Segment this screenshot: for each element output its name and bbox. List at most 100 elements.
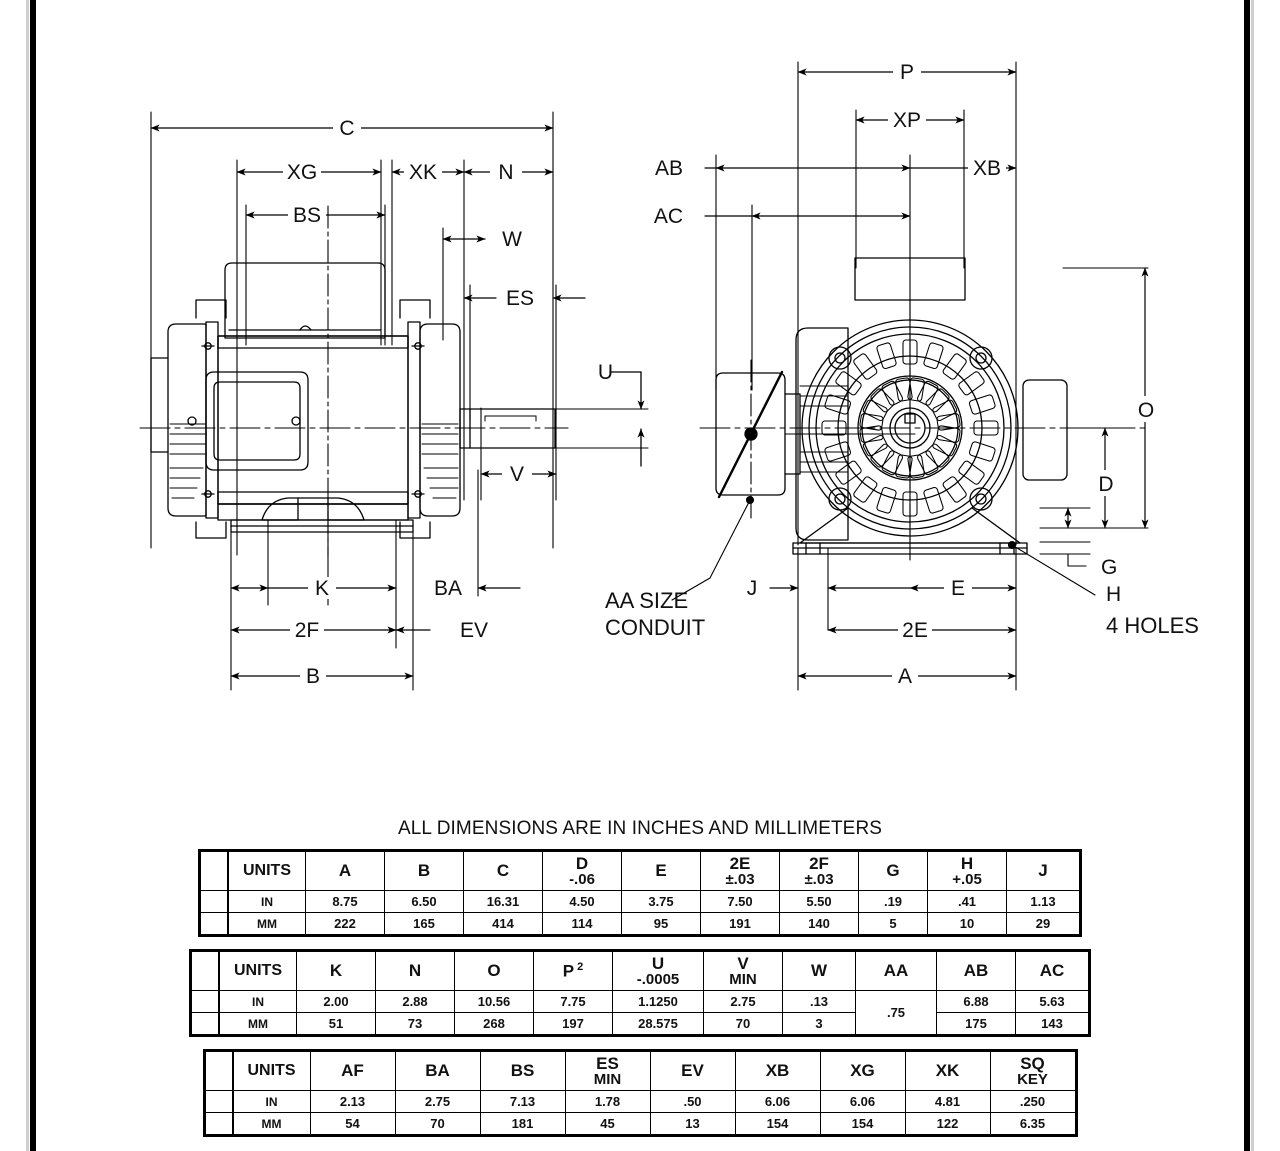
cell-value: 7.13 xyxy=(479,1090,566,1113)
table-pad-cell xyxy=(199,850,229,891)
cell-value-aa-merged: .75 xyxy=(855,990,937,1036)
table-pad-cell xyxy=(199,890,229,913)
header-p-superscript: 2 xyxy=(577,961,584,973)
cell-unit: IN xyxy=(232,1090,311,1113)
cell-value: 45 xyxy=(564,1112,651,1136)
page-right-edge-shadow xyxy=(1251,0,1254,1151)
dimension-tables-section: ALL DIMENSIONS ARE IN INCHES AND MILLIME… xyxy=(0,818,1280,1149)
header-v-main: V xyxy=(737,953,749,973)
note-4-holes: 4 HOLES xyxy=(1106,613,1199,638)
cell-value: 70 xyxy=(394,1112,481,1136)
header-2f: 2F ±.03 xyxy=(779,850,859,891)
table-row: IN 2.13 2.75 7.13 1.78 .50 6.06 6.06 4.8… xyxy=(203,1090,1077,1113)
header-u-main: U xyxy=(651,953,665,973)
dim-label-xb: XB xyxy=(973,157,1001,180)
dim-label-g: G xyxy=(1101,556,1117,579)
header-o: O xyxy=(454,950,534,991)
table-pad-cell xyxy=(203,1112,234,1136)
table-header-row: UNITS AF BA BS ES MIN EV XB XG xyxy=(203,1050,1077,1091)
dim-label-d: D xyxy=(1098,473,1113,496)
cell-value: 7.75 xyxy=(533,990,613,1013)
header-2e-main: 2E xyxy=(729,853,751,873)
page-left-border-bar xyxy=(30,0,36,1151)
cell-value: 28.575 xyxy=(612,1012,704,1036)
header-units: UNITS xyxy=(232,1050,311,1091)
cell-value: 1.13 xyxy=(1006,890,1081,913)
cell-value: .50 xyxy=(649,1090,736,1113)
header-e: E xyxy=(621,850,701,891)
cell-value: 154 xyxy=(734,1112,821,1136)
cell-value: 140 xyxy=(779,912,859,936)
header-2f-sub: ±.03 xyxy=(804,871,834,889)
motor-dimension-drawing: C XG XK N BS W ES U V K BA 2F EV B P XP … xyxy=(139,61,1199,691)
cell-value: .250 xyxy=(989,1090,1077,1113)
cell-value: 3.75 xyxy=(621,890,701,913)
header-g: G xyxy=(858,850,928,891)
header-es: ES MIN xyxy=(564,1050,651,1091)
cell-value: 5.50 xyxy=(779,890,859,913)
dim-label-n: N xyxy=(498,161,513,184)
note-aa-size-conduit-line1: AA SIZE xyxy=(605,588,688,613)
header-2f-main: 2F xyxy=(809,853,829,873)
cell-value: 16.31 xyxy=(463,890,543,913)
cell-value: 7.50 xyxy=(700,890,780,913)
cell-value: 4.81 xyxy=(904,1090,991,1113)
header-v: V MIN xyxy=(703,950,783,991)
cell-value: 1.78 xyxy=(564,1090,651,1113)
header-2e: 2E ±.03 xyxy=(700,850,780,891)
cell-unit: MM xyxy=(218,1012,297,1036)
cell-value: 5.63 xyxy=(1015,990,1090,1013)
header-sq-key: SQ KEY xyxy=(989,1050,1077,1091)
dimension-table-3: UNITS AF BA BS ES MIN EV XB XG xyxy=(202,1049,1078,1137)
dim-label-ab: AB xyxy=(655,157,683,180)
dim-label-e: E xyxy=(951,577,965,600)
table-1-wrap: UNITS A B C D -.06 E xyxy=(0,849,1280,937)
dimension-table-1: UNITS A B C D -.06 E xyxy=(198,849,1082,937)
cell-value: 191 xyxy=(700,912,780,936)
header-xb: XB xyxy=(734,1050,821,1091)
cell-value: 197 xyxy=(533,1012,613,1036)
dim-label-xg: XG xyxy=(287,161,317,184)
dim-label-v: V xyxy=(510,463,524,486)
table-pad-cell xyxy=(199,912,229,936)
header-w: W xyxy=(782,950,856,991)
header-units: UNITS xyxy=(227,850,306,891)
header-n: N xyxy=(375,950,455,991)
table-row: MM 54 70 181 45 13 154 154 122 6.35 xyxy=(203,1112,1077,1136)
dim-label-ev: EV xyxy=(460,619,488,642)
cell-value: 154 xyxy=(819,1112,906,1136)
header-u: U -.0005 xyxy=(612,950,704,991)
header-sq-key-main: SQ xyxy=(1020,1053,1045,1073)
table-pad-cell xyxy=(190,950,220,991)
header-es-sub: MIN xyxy=(593,1071,622,1089)
note-aa-size-conduit-line2: CONDUIT xyxy=(605,615,705,640)
dim-label-bs: BS xyxy=(293,204,321,227)
cell-value: 6.35 xyxy=(989,1112,1077,1136)
header-es-main: ES xyxy=(596,1053,619,1073)
table-3-wrap: UNITS AF BA BS ES MIN EV XB XG xyxy=(0,1049,1280,1137)
table-row: IN 8.75 6.50 16.31 4.50 3.75 7.50 5.50 .… xyxy=(199,890,1081,913)
cell-unit: MM xyxy=(232,1112,311,1136)
cell-value: 181 xyxy=(479,1112,566,1136)
header-af: AF xyxy=(309,1050,396,1091)
table-row: MM 51 73 268 197 28.575 70 3 175 143 xyxy=(190,1012,1090,1036)
dim-label-ba: BA xyxy=(434,577,462,600)
header-ev: EV xyxy=(649,1050,736,1091)
cell-value: 4.50 xyxy=(542,890,622,913)
header-u-sub: -.0005 xyxy=(636,971,680,989)
dim-label-w: W xyxy=(502,228,522,251)
cell-value: 2.75 xyxy=(394,1090,481,1113)
cell-value: 175 xyxy=(936,1012,1016,1036)
header-aa: AA xyxy=(855,950,937,991)
dim-label-xp: XP xyxy=(893,109,921,132)
dim-label-k: K xyxy=(315,577,329,600)
cell-value: 268 xyxy=(454,1012,534,1036)
cell-value: 73 xyxy=(375,1012,455,1036)
header-h-sub: +.05 xyxy=(952,871,982,889)
cell-value: 5 xyxy=(858,912,928,936)
header-ab: AB xyxy=(936,950,1016,991)
cell-value: 29 xyxy=(1006,912,1081,936)
table-pad-cell xyxy=(203,1050,234,1091)
